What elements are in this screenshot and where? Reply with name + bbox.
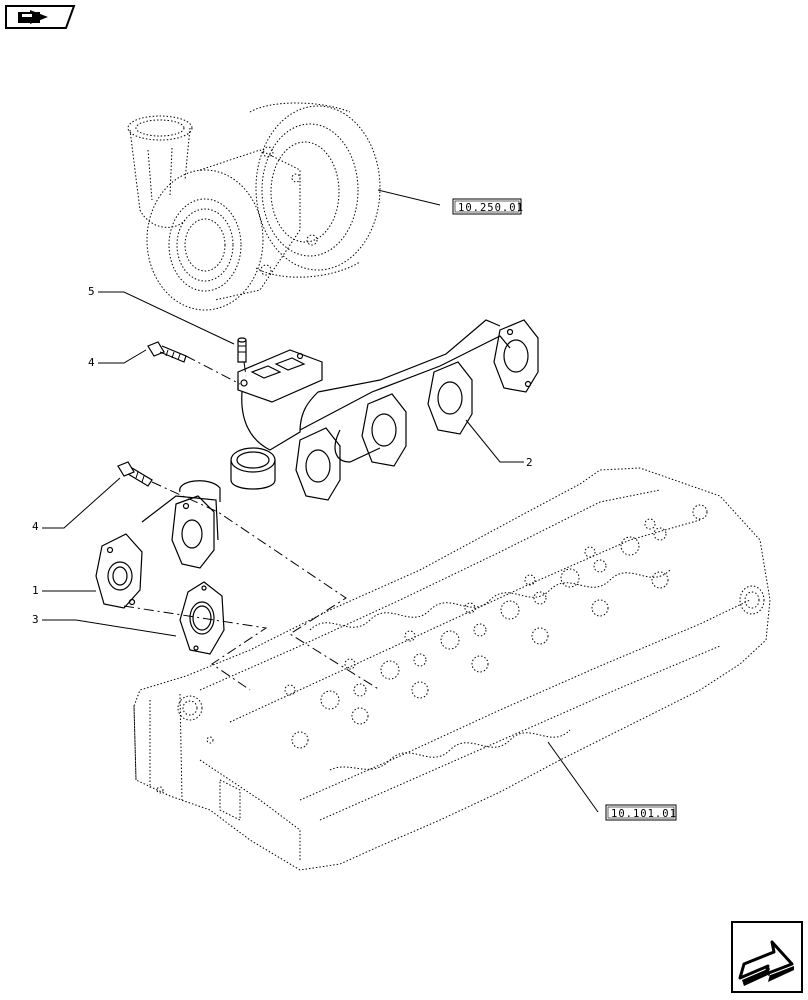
- callout-5[interactable]: 5: [88, 285, 235, 345]
- cylinder-head-drawing: [133, 467, 771, 871]
- callout-2[interactable]: 2: [465, 419, 533, 469]
- cylinder-head-reference-label: 10.101.01: [611, 808, 677, 820]
- cylinder-head-reference-box[interactable]: 10.101.01: [605, 804, 677, 821]
- turbocharger-drawing: [127, 102, 381, 311]
- turbocharger-reference-box[interactable]: 10.250.01: [452, 198, 524, 215]
- callout-3[interactable]: 3: [32, 613, 177, 637]
- callout-3-label: 3: [32, 613, 39, 626]
- elbow-manifold-drawing: [95, 480, 221, 609]
- book-arrow-icon: [5, 5, 76, 29]
- assembly-centerlines: [123, 355, 381, 691]
- turbocharger-reference-label: 10.250.01: [458, 202, 524, 214]
- callout-4-upper[interactable]: 4: [88, 349, 147, 369]
- callout-2-label: 2: [526, 456, 533, 469]
- stud-drawing: [237, 337, 247, 363]
- callout-4-lower-label: 4: [32, 520, 39, 533]
- callout-4-upper-label: 4: [88, 356, 95, 369]
- gasket-drawing: [179, 581, 225, 655]
- lower-bolt-drawing: [117, 461, 153, 487]
- upper-bolt-drawing: [147, 341, 187, 363]
- callout-5-label: 5: [88, 285, 95, 298]
- callout-1-label: 1: [32, 584, 39, 597]
- top-navigation-button[interactable]: [4, 4, 76, 30]
- callout-4-lower[interactable]: 4: [32, 477, 121, 533]
- callout-1[interactable]: 1: [32, 584, 96, 597]
- exhaust-manifold-drawing: [230, 319, 539, 501]
- next-page-arrow-icon: [731, 921, 803, 993]
- next-page-button[interactable]: [730, 920, 804, 994]
